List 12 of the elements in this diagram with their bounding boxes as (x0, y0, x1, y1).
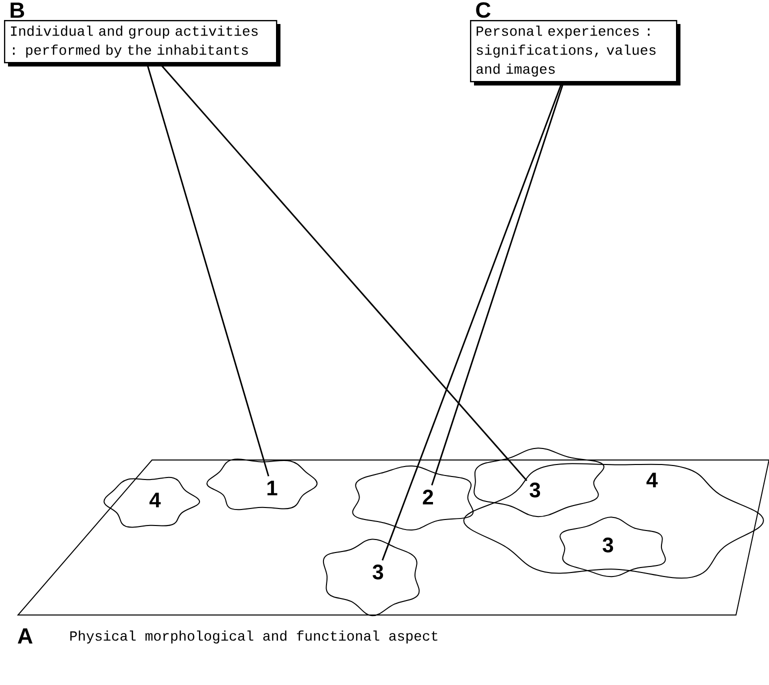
blob-region: 4 (104, 476, 200, 528)
blob-region: 3 (322, 538, 420, 616)
blob-region: 3 (474, 448, 604, 518)
blob-region: 3 (560, 516, 666, 578)
blob-region: 2 (352, 466, 474, 530)
panel-letter: C (476, 2, 490, 18)
blob-region: 1 (206, 458, 318, 510)
text-box: Individual and group activities : performed by the inhabitants (4, 20, 280, 66)
panel-letter: A (18, 628, 33, 644)
text-box: Personal experiences : significations, values and images (470, 20, 680, 86)
panel-letter: B (10, 2, 24, 18)
plane-label: Physical morphological and functional aspect (70, 630, 438, 644)
